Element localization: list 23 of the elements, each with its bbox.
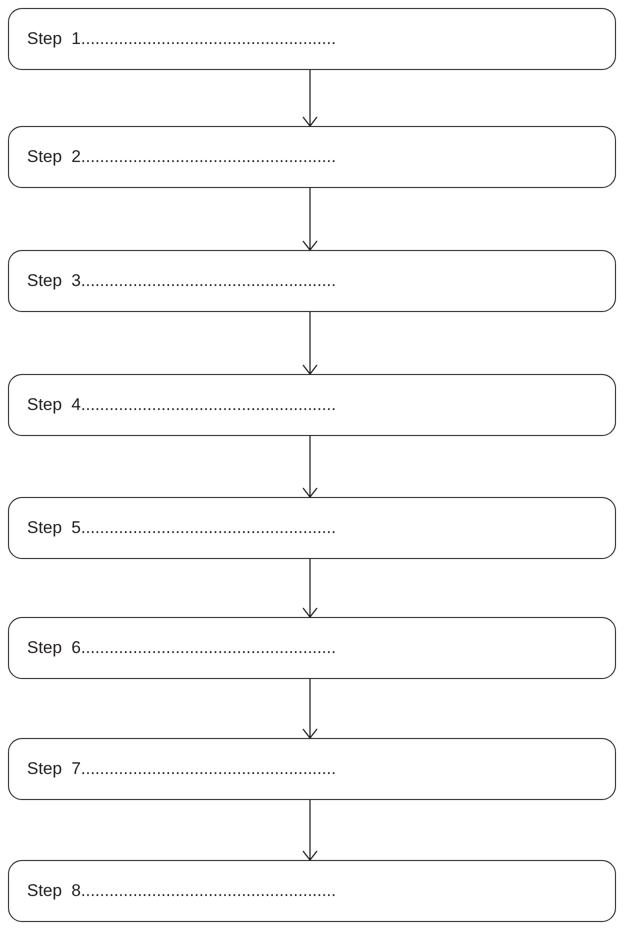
step-text: Step 8...................................................... xyxy=(27,881,336,901)
step-box xyxy=(8,738,616,800)
arrow xyxy=(302,188,318,251)
step-text: Step 7...................................................... xyxy=(27,759,336,779)
arrow xyxy=(302,559,318,618)
arrow xyxy=(302,436,318,498)
step-box xyxy=(8,374,616,436)
step-box xyxy=(8,617,616,679)
step-text: Step 1...................................................... xyxy=(27,29,336,49)
step-text: Step 3...................................................... xyxy=(27,271,336,291)
arrow xyxy=(302,70,318,127)
step-text: Step 5...................................................... xyxy=(27,518,336,538)
step-box xyxy=(8,860,616,922)
step-box xyxy=(8,8,616,70)
step-text: Step 4...................................................... xyxy=(27,395,336,415)
step-text: Step 6...................................................... xyxy=(27,638,336,658)
step-box xyxy=(8,126,616,188)
step-text: Step 2...................................................... xyxy=(27,147,336,167)
arrow xyxy=(302,679,318,739)
arrow xyxy=(302,312,318,375)
arrow xyxy=(302,800,318,861)
step-box xyxy=(8,497,616,559)
step-box xyxy=(8,250,616,312)
